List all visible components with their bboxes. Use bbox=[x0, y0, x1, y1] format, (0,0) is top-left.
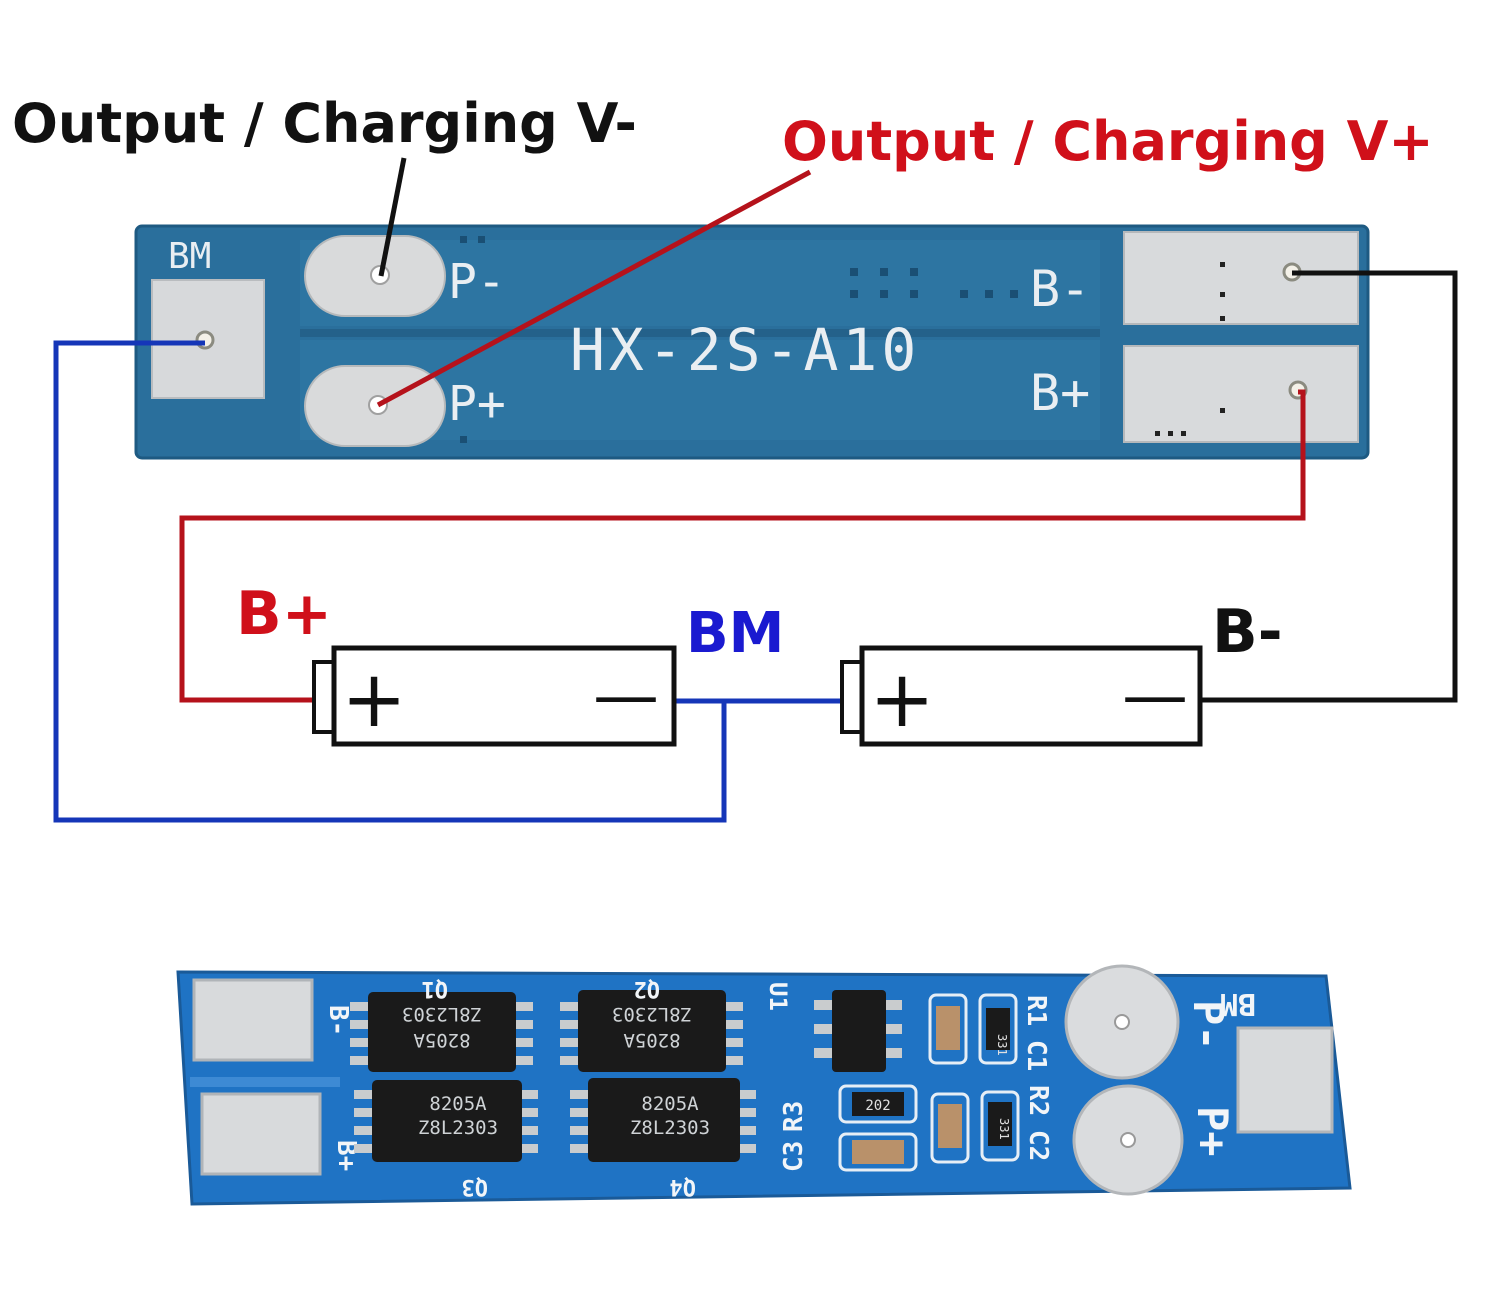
bottom-bm-label: BM bbox=[1220, 986, 1256, 1021]
chip-q1-ref: Q1 bbox=[422, 976, 449, 1001]
callout-positive-label: Output / Charging V+ bbox=[782, 110, 1434, 173]
passive-components: 202 331 331 bbox=[838, 993, 1020, 1172]
top-b-minus-label: B- bbox=[1030, 260, 1090, 318]
chip-q4: 8205A Z8L2303 Q4 bbox=[570, 1078, 756, 1199]
chip-q4-code: Z8L2303 bbox=[630, 1117, 710, 1139]
callout-positive-leader bbox=[376, 169, 812, 408]
chip-q3-code: Z8L2303 bbox=[418, 1117, 498, 1139]
battery-cell-1-cap bbox=[312, 660, 336, 734]
chip-q3-part: 8205A bbox=[429, 1093, 487, 1115]
ref-r1: R1 bbox=[1021, 995, 1051, 1026]
chip-q2-part: 8205A bbox=[623, 1029, 681, 1051]
callout-negative-leader bbox=[378, 157, 407, 277]
top-p-plus-label: P+ bbox=[448, 376, 506, 432]
ref-r2: R2 bbox=[1023, 1085, 1053, 1116]
chip-q3: 8205A Z8L2303 Q3 bbox=[354, 1080, 538, 1199]
bottom-b-minus-label: B- bbox=[323, 1005, 353, 1036]
ref-r3: R3 bbox=[779, 1101, 809, 1132]
bottom-pcb: B- B+ 8205A Z8L2303 Q1 8205A Z8L2303 Q2 bbox=[176, 964, 1352, 1206]
chip-u1-ref: U1 bbox=[764, 982, 792, 1011]
top-b-minus-pad bbox=[1123, 231, 1359, 325]
bottom-p-plus-label: P+ bbox=[1188, 1106, 1237, 1157]
ref-c2: C2 bbox=[1023, 1130, 1053, 1161]
chip-q1-part: 8205A bbox=[413, 1029, 471, 1051]
ref-c3: C3 bbox=[779, 1141, 809, 1172]
ref-c1: C1 bbox=[1021, 1040, 1051, 1071]
bottom-bm-pad bbox=[1236, 1026, 1334, 1134]
bottom-b-minus-pad bbox=[192, 978, 314, 1062]
callout-negative-label: Output / Charging V- bbox=[12, 92, 637, 155]
resistor-code-3: 331 bbox=[997, 1118, 1011, 1140]
chip-q4-ref: Q4 bbox=[670, 1174, 697, 1199]
chip-q2-ref: Q2 bbox=[634, 976, 661, 1001]
chip-q1: 8205A Z8L2303 Q1 bbox=[350, 976, 533, 1072]
wiring-bm-label: BM bbox=[686, 601, 784, 666]
wiring-b-plus-label: B+ bbox=[236, 579, 332, 649]
battery-cell-2: + — bbox=[840, 645, 1203, 747]
resistor-code-2: 331 bbox=[995, 1034, 1009, 1056]
wire-b-minus bbox=[1202, 270, 1458, 703]
chip-q2-code: Z8L2303 bbox=[612, 1003, 692, 1025]
battery-cell-1-body bbox=[331, 645, 677, 747]
battery-cell-2-body bbox=[859, 645, 1203, 747]
top-p-minus-label: P- bbox=[448, 254, 506, 310]
wiring-b-minus-label: B- bbox=[1212, 597, 1283, 667]
bottom-b-plus-pad bbox=[200, 1092, 322, 1176]
wire-b-plus bbox=[179, 389, 1306, 703]
battery-cell-1-plus: + bbox=[341, 655, 406, 745]
top-bm-label: BM bbox=[168, 236, 211, 277]
bottom-p-minus-label: P- bbox=[1184, 1000, 1233, 1051]
resistor-code-1: 202 bbox=[865, 1098, 890, 1114]
chip-q3-ref: Q3 bbox=[462, 1174, 489, 1199]
top-pcb: BM P- P+ HX-2S-A10 B- B+ bbox=[134, 224, 1370, 460]
battery-cell-2-minus: — bbox=[1122, 657, 1188, 734]
chip-q2: 8205A Z8L2303 Q2 bbox=[560, 976, 743, 1072]
chip-q1-code: Z8L2303 bbox=[402, 1003, 482, 1025]
chip-u1: U1 bbox=[764, 982, 902, 1072]
battery-cell-2-cap bbox=[840, 660, 864, 734]
chip-q4-part: 8205A bbox=[641, 1093, 699, 1115]
battery-cell-2-plus: + bbox=[869, 655, 934, 745]
battery-cell-1-minus: — bbox=[593, 657, 659, 734]
wire-bm bbox=[53, 340, 727, 823]
battery-cell-1: + — bbox=[312, 645, 677, 747]
top-model-label: HX-2S-A10 bbox=[570, 316, 920, 384]
top-b-plus-pad bbox=[1123, 345, 1359, 443]
top-b-plus-label: B+ bbox=[1030, 364, 1090, 422]
